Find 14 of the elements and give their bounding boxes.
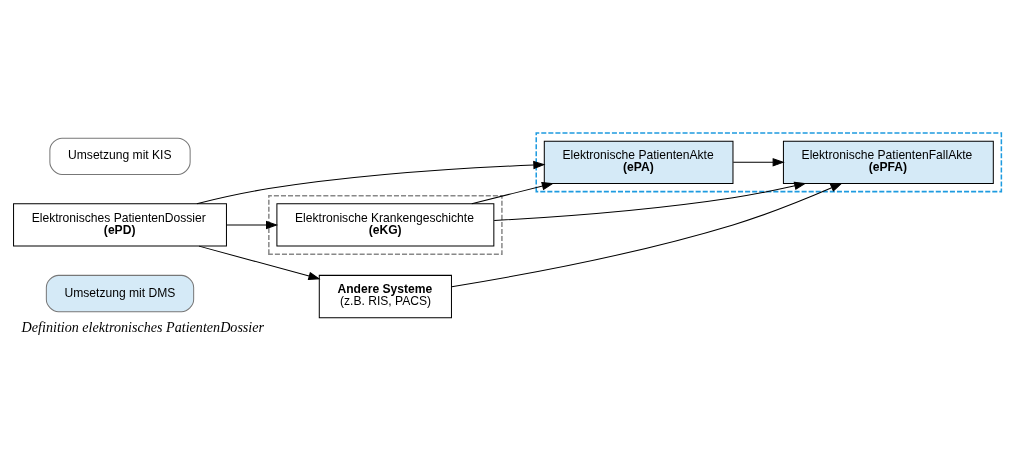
node-box: Elektronische PatientenFallAkte (ePFA) xyxy=(782,140,994,184)
node-box: Umsetzung mit KIS xyxy=(49,137,191,175)
arrow xyxy=(226,220,279,229)
node-box: Umsetzung mit DMS xyxy=(45,274,195,312)
node-box: Elektronisches PatientenDossier (ePD) xyxy=(13,202,227,247)
arrow xyxy=(451,182,843,287)
node-box: Elektronische Krankengeschichte (eKG) xyxy=(276,202,495,247)
caption: Definition elektronisches PatientenDossier xyxy=(21,318,265,335)
arrow xyxy=(732,157,785,167)
arrow xyxy=(196,160,546,204)
arrow xyxy=(198,245,321,280)
arrow xyxy=(493,181,807,221)
node-box: Andere Systeme (z.B. RIS, PACS) xyxy=(318,274,452,318)
node-box: Elektronische PatientenAkte (ePA) xyxy=(543,140,734,184)
